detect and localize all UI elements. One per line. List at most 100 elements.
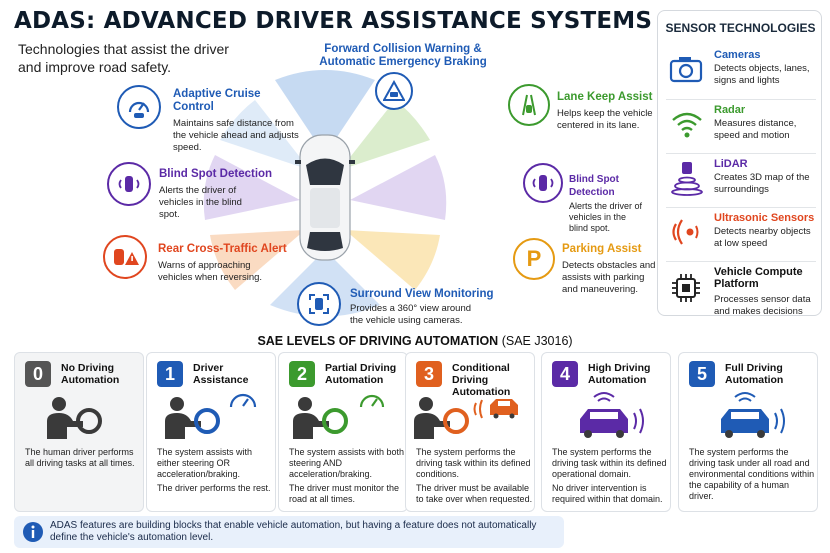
sensor-item-cameras: Cameras Detects objects, lanes, signs an…: [666, 45, 816, 97]
bsd-right-feature: Blind Spot Detection Alerts the driver o…: [569, 173, 659, 234]
page-title: ADAS: ADVANCED DRIVER ASSISTANCE SYSTEMS: [14, 8, 653, 34]
rear-left-zone: [210, 230, 305, 290]
driver-wheel-icon: [41, 395, 105, 446]
parking-icon: P: [513, 238, 555, 280]
sae-level-2-card: 2 Partial Driving Automation The system …: [278, 352, 408, 512]
sensor-technologies-panel: SENSOR TECHNOLOGIES Cameras Detects obje…: [657, 10, 822, 317]
level-desc-1: The system performs the driving task wit…: [552, 447, 667, 479]
acc-desc: Maintains safe distance from the vehicle…: [173, 118, 299, 153]
level-number: 4: [552, 361, 578, 387]
car-alert-icon: [103, 235, 147, 279]
driver-partial-icon: [289, 393, 389, 446]
level-desc: The human driver performs all driving ta…: [25, 447, 143, 472]
car-radar-icon: [107, 162, 151, 206]
sae-level-1-card: 1 Driver Assistance The system assists w…: [146, 352, 276, 512]
car-radar-icon-right: [523, 163, 563, 203]
rear-right-zone: [345, 230, 440, 290]
acc-title: Adaptive Cruise Control: [173, 88, 261, 113]
level-number: 5: [689, 361, 715, 387]
svm-feature: Surround View Monitoring Provides a 360°…: [350, 288, 500, 327]
sensor-desc: Detects nearby objects at low speed: [714, 226, 811, 249]
level-desc-1: The system performs the driving task wit…: [416, 447, 531, 479]
sensor-desc: Creates 3D map of the surroundings: [714, 172, 810, 195]
level-name: Full Driving Automation: [725, 362, 784, 386]
level-desc: The system performs the driving task wit…: [416, 447, 534, 508]
level-name: High Driving Automation: [588, 362, 651, 386]
svm-desc: Provides a 360° view around the vehicle …: [350, 303, 472, 326]
info-text: ADAS features are building blocks that e…: [50, 520, 537, 543]
level-desc-1: The system assists with either steering …: [157, 447, 253, 479]
sensor-name: Cameras: [714, 49, 761, 61]
sae-level-3-card: 3 Conditional Driving Automation The sys…: [405, 352, 535, 512]
front-coverage-zone: [275, 70, 375, 155]
level-desc-1: The system performs the driving task und…: [689, 447, 815, 501]
level-desc: The system assists with both steering AN…: [289, 447, 407, 508]
level-name: Conditional Driving Automation: [452, 362, 511, 398]
bsd-right-title: Blind Spot Detection: [569, 174, 619, 198]
front-left-zone: [220, 100, 310, 170]
level-number: 2: [289, 361, 315, 387]
front-right-zone: [340, 100, 430, 170]
sensor-item-ultrasonic: Ultrasonic Sensors Detects nearby object…: [666, 207, 816, 259]
sensor-panel-heading: SENSOR TECHNOLOGIES: [665, 21, 816, 35]
sae-heading-note: (SAE J3016): [501, 334, 573, 348]
info-note: ADAS features are building blocks that e…: [14, 516, 564, 548]
level-name: No Driving Automation: [61, 362, 120, 386]
level-desc-2: The driver must be available to take ove…: [416, 483, 533, 504]
sensor-desc: Processes sensor data and makes decision…: [714, 294, 811, 317]
sae-heading-text: SAE LEVELS OF DRIVING AUTOMATION: [257, 334, 499, 348]
level-desc: The system assists with either steering …: [157, 447, 275, 497]
sensor-name: Ultrasonic Sensors: [714, 212, 815, 224]
sensor-desc: Measures distance, speed and motion: [714, 118, 797, 141]
lidar-icon: [670, 160, 704, 201]
rcta-feature: Rear Cross-Traffic Alert Warns of approa…: [158, 243, 298, 284]
info-icon: [22, 521, 44, 548]
sae-level-5-card: 5 Full Driving Automation The system per…: [678, 352, 818, 512]
level-desc-1: The system assists with both steering AN…: [289, 447, 405, 479]
bsd-right-desc: Alerts the driver of vehicles in the bli…: [569, 201, 643, 233]
speedometer-icon: [117, 85, 161, 129]
chip-icon: [670, 272, 702, 309]
lka-desc: Helps keep the vehicle centered in its l…: [557, 108, 653, 131]
sensor-name: Radar: [714, 104, 746, 116]
sensor-name: LiDAR: [714, 158, 748, 170]
radar-icon: [670, 108, 704, 145]
level-desc-2: No driver intervention is required withi…: [552, 483, 663, 504]
level-desc: The system performs the driving task und…: [689, 447, 815, 505]
sae-heading: SAE LEVELS OF DRIVING AUTOMATION (SAE J3…: [0, 334, 830, 348]
sensor-desc: Detects objects, lanes, signs and lights: [714, 63, 810, 86]
level-desc-2: The driver must monitor the road at all …: [289, 483, 400, 504]
car-topview: [295, 134, 355, 261]
level-number: 3: [416, 361, 442, 387]
level-desc: The system performs the driving task wit…: [552, 447, 670, 508]
level-number: 1: [157, 361, 183, 387]
bsd-left-title: Blind Spot Detection: [159, 168, 273, 180]
acc-feature: Adaptive Cruise Control Maintains safe d…: [173, 88, 303, 154]
park-title: Parking Assist: [562, 243, 642, 255]
level-number: 0: [25, 361, 51, 387]
sensor-coverage-diagram: [203, 70, 447, 317]
sae-level-4-card: 4 High Driving Automation The system per…: [541, 352, 671, 512]
bsd-left-desc: Alerts the driver of vehicles in the bli…: [159, 185, 242, 220]
sensor-item-lidar: LiDAR Creates 3D map of the surroundings: [666, 153, 816, 205]
car-warning-icon: [375, 72, 413, 110]
park-desc: Detects obstacles and assists with parki…: [562, 260, 656, 295]
full-autonomous-car-icon: [711, 389, 791, 446]
fcw-title: Forward Collision Warning & Automatic Em…: [319, 43, 487, 68]
sensor-item-compute: Vehicle Compute Platform Processes senso…: [666, 261, 816, 317]
level-desc-1: The human driver performs all driving ta…: [25, 447, 135, 468]
left-side-zone: [203, 155, 300, 220]
park-feature: Parking Assist Detects obstacles and ass…: [562, 243, 657, 296]
svm-title: Surround View Monitoring: [350, 288, 494, 300]
lane-icon: [508, 84, 550, 126]
level-name: Partial Driving Automation: [325, 362, 397, 386]
autonomous-car-icon: [570, 389, 650, 446]
rcta-desc: Warns of approaching vehicles when rever…: [158, 260, 263, 283]
page-subtitle: Technologies that assist the driver and …: [18, 41, 229, 75]
lka-feature: Lane Keep Assist Helps keep the vehicle …: [557, 91, 657, 132]
camera-view-icon: [297, 282, 341, 326]
driver-conditional-icon: [412, 393, 524, 446]
camera-icon: [668, 53, 704, 90]
sensor-item-radar: Radar Measures distance, speed and motio…: [666, 99, 816, 151]
sae-level-0-card: 0 No Driving Automation The human driver…: [14, 352, 144, 512]
